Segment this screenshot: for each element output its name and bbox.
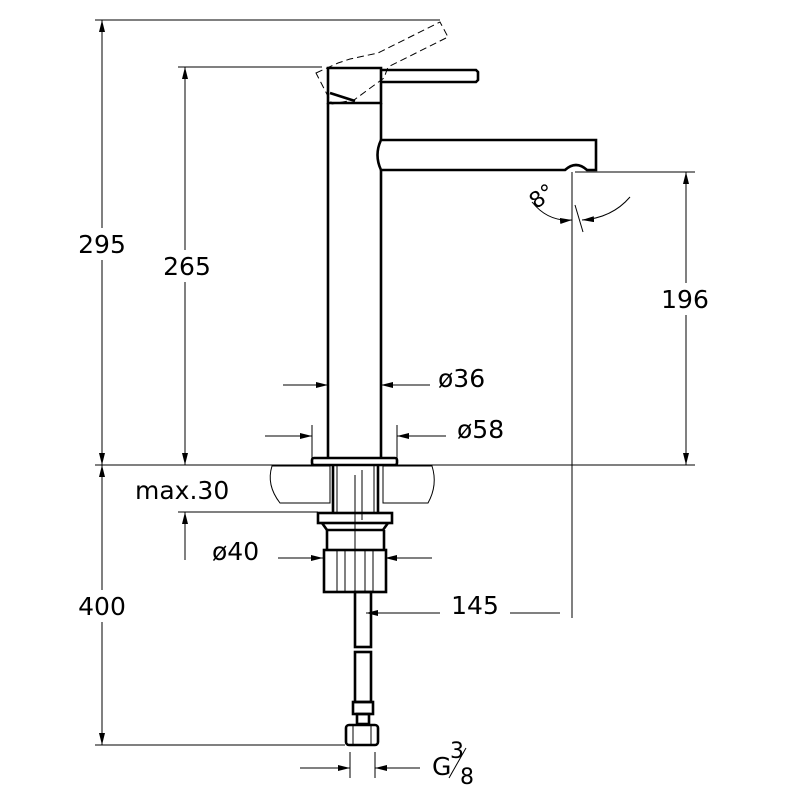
dimension-d40: ø40 [212,537,432,566]
dimension-196: 196 [654,172,718,465]
dimension-g38: G 3 8 [300,739,474,790]
dimension-265: 265 [153,67,217,465]
dim-d40-label: ø40 [212,537,259,566]
countertop [269,465,435,504]
g-denominator: 8 [460,765,474,790]
dim-265-label: 265 [163,252,211,281]
dim-295-label: 295 [78,230,126,259]
dimension-max30: max.30 [135,476,229,560]
spout-angle: 8° [525,180,631,233]
faucet [310,21,598,747]
dimension-295: 295 [70,20,134,465]
dim-d58-label: ø58 [457,415,504,444]
dim-400-label: 400 [78,592,126,621]
dimension-400: 400 [70,465,134,745]
dimension-d58: ø58 [265,415,504,458]
g-numerator: 3 [450,739,464,764]
dim-d36-label: ø36 [438,364,485,393]
dim-145-label: 145 [451,591,499,620]
dimension-d36: ø36 [283,364,485,393]
dim-max30-label: max.30 [135,476,229,505]
dimension-145: 145 [366,590,560,620]
angle-label: 8° [525,180,560,215]
g-label: G [432,752,451,781]
dim-196-label: 196 [661,285,709,314]
